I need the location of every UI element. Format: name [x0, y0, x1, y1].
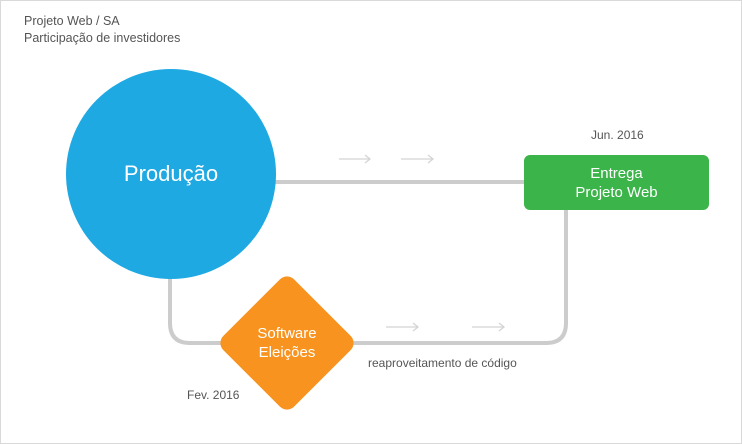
node-producao: Produção	[66, 69, 276, 279]
title-line-2: Participação de investidores	[24, 31, 181, 45]
date-software: Fev. 2016	[187, 388, 240, 402]
arrow-icon	[386, 322, 420, 332]
node-software: Software Eleições	[217, 283, 357, 403]
node-entrega-shape	[524, 155, 709, 210]
node-producao-label: Produção	[123, 161, 219, 186]
connector-producao-software-entrega	[168, 208, 568, 345]
title-line-1: Projeto Web / SA	[24, 14, 120, 28]
node-entrega-line-1: Entrega	[590, 164, 643, 182]
node-software-line-2: Eleições	[258, 344, 316, 361]
node-entrega-line-2: Projeto Web	[575, 183, 658, 201]
edge-label-reuse: reaproveitamento de código	[368, 356, 517, 370]
node-producao-shape	[66, 69, 276, 279]
node-entrega: Entrega Projeto Web	[524, 155, 709, 210]
arrow-icon	[339, 154, 372, 164]
date-entrega: Jun. 2016	[591, 128, 644, 142]
arrow-icon	[472, 322, 506, 332]
node-software-line-1: Software	[257, 325, 317, 342]
node-software-shape	[220, 276, 354, 410]
diagram-title: Projeto Web / SA Participação de investi…	[24, 13, 180, 47]
arrow-icon	[401, 154, 435, 164]
